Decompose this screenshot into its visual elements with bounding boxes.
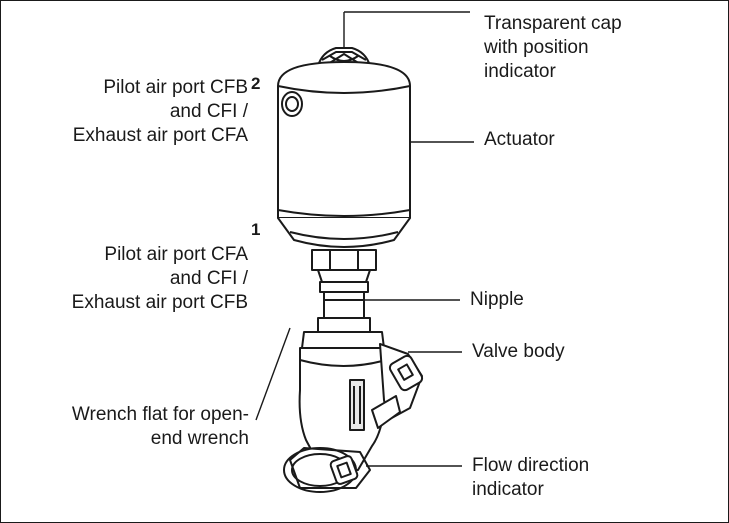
nipple	[317, 291, 371, 333]
port-number-2: 2	[251, 74, 261, 93]
actuator-housing	[277, 61, 411, 248]
label-valve-body: Valve body	[472, 341, 565, 362]
valve-body	[283, 331, 424, 493]
pilot-air-port-1	[311, 249, 377, 293]
leader-lines	[255, 11, 474, 467]
label-nipple: Nipple	[470, 289, 524, 310]
port-number-1: 1	[251, 220, 261, 239]
leader-wrench	[255, 327, 291, 421]
label-wrench-flat: Wrench flat for open-end wrench	[71, 404, 249, 449]
pilot-air-port-2	[281, 91, 303, 117]
label-actuator: Actuator	[484, 129, 555, 150]
